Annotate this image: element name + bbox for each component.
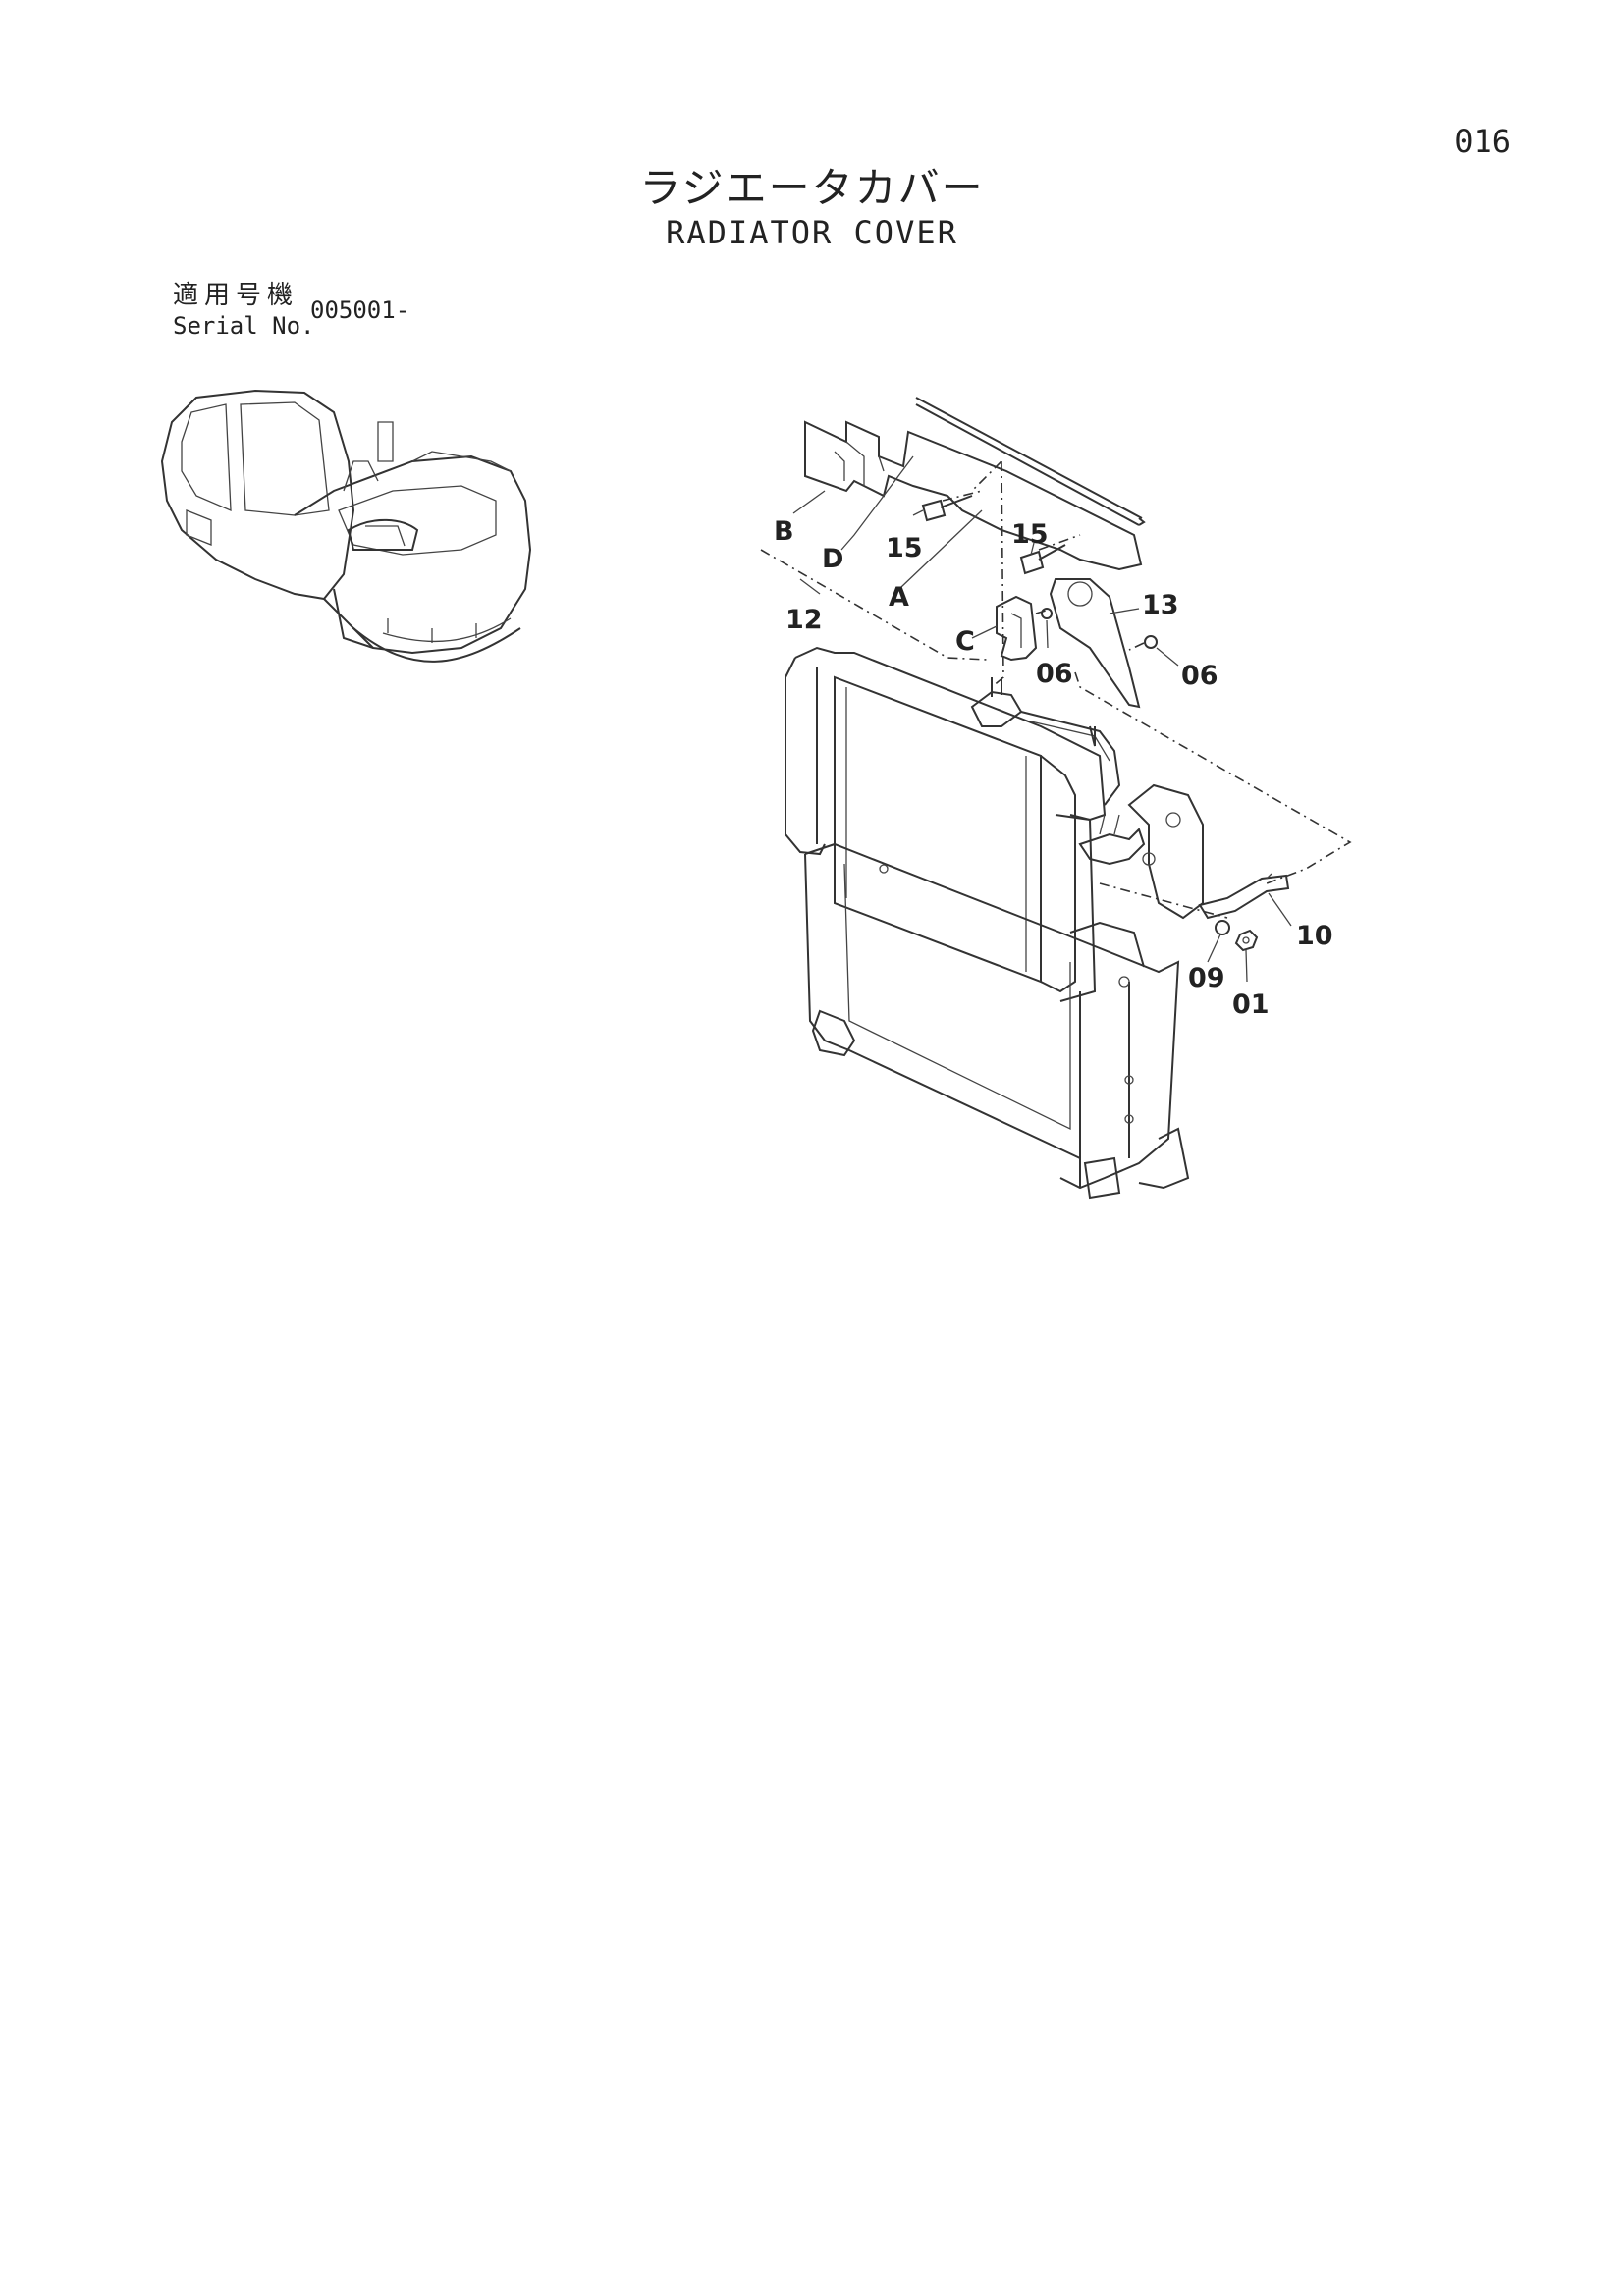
radiator-assembly [785, 646, 1204, 1200]
bracket-10 [1198, 873, 1290, 920]
callout-10: 10 [1296, 921, 1333, 951]
callout-b: B [774, 516, 794, 547]
callout-06-left: 06 [1036, 659, 1073, 689]
side-plate-13 [1049, 578, 1141, 709]
callout-a: A [889, 582, 909, 613]
callout-09: 09 [1188, 963, 1225, 993]
bolt-06-right [1144, 635, 1158, 649]
assembly-reference-lines [760, 460, 1352, 919]
callout-06-right: 06 [1181, 661, 1218, 691]
serial-label-japanese: 適用号機 [173, 281, 299, 310]
page-title-japanese: ラジエータカバー [639, 164, 985, 212]
nut-01 [1234, 929, 1259, 952]
bolt-15-right [1019, 544, 1066, 575]
callout-01: 01 [1232, 989, 1270, 1020]
top-seal-strip [915, 397, 1146, 526]
page-number: 016 [1454, 123, 1511, 160]
bracket-c [996, 595, 1038, 662]
upper-cover-plate [804, 420, 1143, 571]
excavator-overview-illustration [160, 389, 532, 663]
callout-c: C [955, 626, 975, 657]
callout-d: D [822, 544, 843, 574]
washer-09 [1215, 920, 1230, 935]
leader-lines [792, 455, 1292, 983]
callout-15-right: 15 [1011, 519, 1049, 550]
bolt-15-left [921, 495, 973, 522]
serial-number-value: 005001- [310, 296, 410, 324]
callout-12: 12 [785, 605, 823, 635]
page-title-english: RADIATOR COVER [666, 214, 958, 251]
serial-label-english: Serial No. [173, 312, 315, 340]
callout-13: 13 [1142, 590, 1179, 620]
callout-15-left: 15 [886, 533, 923, 563]
bolt-06-left [1041, 608, 1053, 619]
